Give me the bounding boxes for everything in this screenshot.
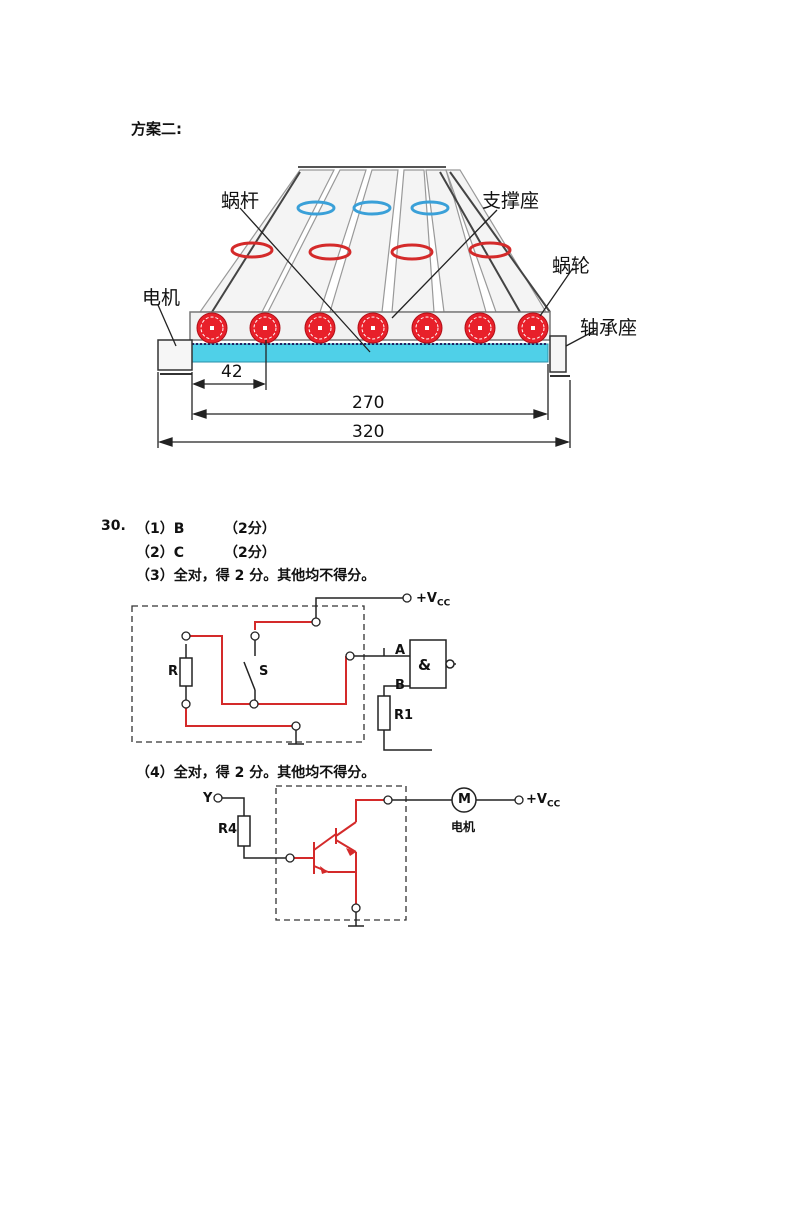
circuit1-vcc-label: +VCC <box>416 591 451 609</box>
worm-wheel-gears <box>196 312 549 344</box>
bearing-block <box>549 335 567 373</box>
circuit1-b-label: B <box>395 678 405 693</box>
circuit2-y-label: Y <box>203 791 213 806</box>
circuit2-motor-caption: 电机 <box>451 820 476 834</box>
dim-42: 42 <box>221 362 243 382</box>
nand-gate-symbol: & <box>418 656 432 674</box>
circuit1-r1-label: R1 <box>394 708 414 723</box>
answer-4: （4）全对，得 2 分。其他均不得分。 <box>136 765 376 781</box>
support-leader <box>391 209 498 319</box>
answer-2-score: （2分） <box>224 545 276 561</box>
label-support: 支撑座 <box>482 190 540 212</box>
label-motor: 电机 <box>142 287 181 309</box>
motor-symbol-label: M <box>458 792 471 807</box>
label-worm: 蜗杆 <box>221 190 260 212</box>
dim-320: 320 <box>352 422 385 442</box>
dim-270: 270 <box>352 393 385 413</box>
answer-1: （1）B <box>136 521 185 537</box>
motor-leader <box>157 304 177 347</box>
worm-leader <box>239 207 371 353</box>
label-bearing: 轴承座 <box>580 317 638 339</box>
label-worm-wheel: 蜗轮 <box>552 255 591 277</box>
answer-1-score: （2分） <box>224 521 276 537</box>
plan-heading: 方案二: <box>131 120 182 138</box>
circuit2-r4-label: R4 <box>218 822 238 837</box>
bearing-leader <box>565 329 597 347</box>
circuit1-s-label: S <box>259 664 269 679</box>
answer-3: （3）全对，得 2 分。其他均不得分。 <box>136 568 376 584</box>
question-number: 30. <box>101 518 126 534</box>
answer-2: （2）C <box>136 545 185 561</box>
circuit2-vcc-label: +VCC <box>526 792 561 810</box>
red-rings <box>230 241 512 261</box>
circuit1-a-label: A <box>395 643 406 658</box>
blue-rings <box>296 200 450 216</box>
circuit1-r-label: R <box>168 664 179 679</box>
wheel-leader <box>539 267 574 317</box>
